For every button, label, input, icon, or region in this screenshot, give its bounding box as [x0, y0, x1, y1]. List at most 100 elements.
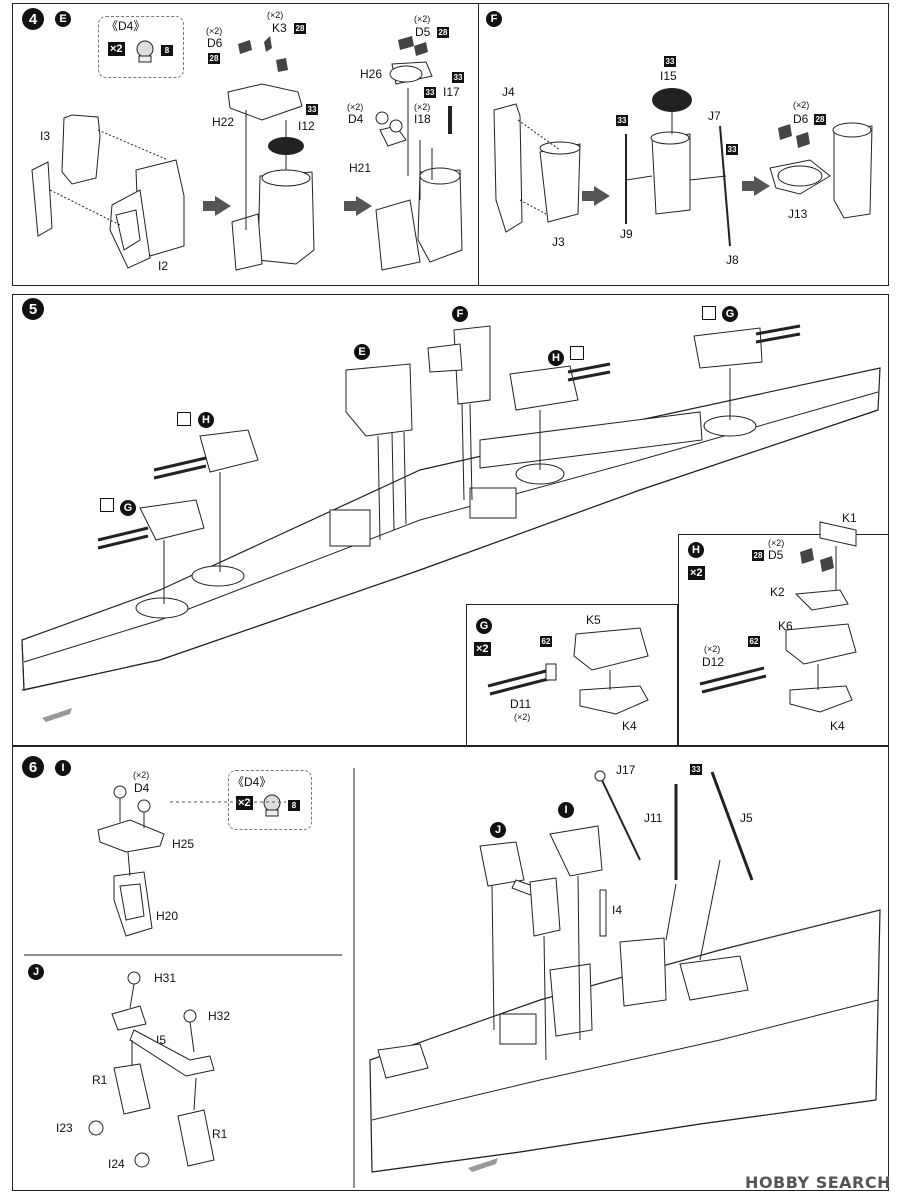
- i12-code: 33: [306, 104, 318, 115]
- h-detail-drawing: [699, 521, 857, 713]
- s6-code-33: 33: [690, 764, 702, 775]
- step-f-arrow-1: [582, 186, 610, 206]
- nipper-icon-h-left: [177, 412, 191, 426]
- h22-label: H22: [212, 115, 235, 129]
- i18-code: 33: [424, 87, 436, 98]
- f-d6-qty: (×2): [793, 100, 810, 110]
- k2-label: K2: [770, 585, 785, 599]
- s6-d4-callout-title: 《D4》: [232, 775, 272, 789]
- watermark: HOBBY SEARCH: [745, 1173, 891, 1192]
- k3-label: K3: [272, 21, 287, 35]
- k1-label: K1: [842, 511, 857, 525]
- substep-f-badge: F: [486, 11, 502, 27]
- i18-qty: (×2): [414, 102, 431, 112]
- step-6-left-drawings: [88, 785, 286, 1168]
- j7-label: J7: [708, 109, 721, 123]
- e-marker: E: [354, 344, 370, 360]
- j11-label: J11: [644, 811, 663, 825]
- j3-label: J3: [552, 235, 565, 249]
- substep-i-badge: I: [55, 760, 71, 776]
- h-detail-badge: H: [688, 542, 704, 558]
- f-d6-label: D6: [793, 112, 809, 126]
- h-detail-code-62: 62: [748, 636, 760, 647]
- g-marker-left: G: [120, 500, 136, 516]
- d5-code: 28: [437, 27, 449, 38]
- k3-code: 28: [294, 23, 306, 34]
- h-d5-label: D5: [768, 548, 784, 562]
- s6-d4-label: D4: [134, 781, 150, 795]
- i18-label: I18: [414, 112, 431, 126]
- j4-label: J4: [502, 85, 515, 99]
- h-marker-top: H: [548, 350, 564, 366]
- g-detail-badge: G: [476, 618, 492, 634]
- j9-code: 33: [616, 115, 628, 126]
- s6-j-marker: J: [490, 822, 506, 838]
- step-f-drawings: [493, 88, 873, 247]
- s6-d4-callout-mult: ×2: [236, 796, 253, 810]
- g-detail-box: [466, 604, 678, 746]
- s6-d4-qty: (×2): [133, 770, 150, 780]
- j8-code: 33: [726, 144, 738, 155]
- i12-label: I12: [298, 119, 315, 133]
- i5-label: I5: [156, 1033, 167, 1047]
- h26-label: H26: [360, 67, 383, 81]
- d11-qty: (×2): [514, 712, 531, 722]
- h-detail-mult: ×2: [688, 566, 705, 580]
- k5-label: K5: [586, 613, 601, 627]
- d4-part-icon: [136, 40, 154, 63]
- step-4-drawings: [31, 36, 463, 271]
- d4-callout-mult: ×2: [108, 42, 125, 56]
- d4-callout-title: 《D4》: [106, 19, 146, 33]
- d5-label: D5: [415, 25, 431, 39]
- i3-label: I3: [40, 129, 51, 143]
- i17-code: 33: [452, 72, 464, 83]
- step-5-badge: 5: [22, 298, 44, 320]
- step-4-arrow-1: [203, 196, 231, 216]
- g-detail-drawing: [487, 627, 649, 715]
- nipper-icon-h-top: [570, 346, 584, 360]
- d4-callout-box: [98, 16, 184, 78]
- f-marker: F: [452, 306, 468, 322]
- s6-d4-part-icon: [263, 794, 281, 817]
- i24-label: I24: [108, 1157, 125, 1171]
- h-d5-code: 28: [752, 550, 764, 561]
- d12-label: D12: [702, 655, 725, 669]
- i15-code: 33: [664, 56, 676, 67]
- i17-label: I17: [443, 85, 460, 99]
- g-detail-mult: ×2: [474, 642, 491, 656]
- i23-label: I23: [56, 1121, 73, 1135]
- s6-d4-callout-box: [228, 770, 312, 830]
- d12-qty: (×2): [704, 644, 721, 654]
- s6-i-marker: I: [558, 802, 574, 818]
- step-4-arrow-2: [344, 196, 372, 216]
- k3-qty: (×2): [267, 10, 284, 20]
- d4-qty: (×2): [347, 102, 364, 112]
- step-5-hull-drawing: [21, 324, 881, 722]
- d4-callout-code: 8: [161, 45, 173, 56]
- h32-label: H32: [208, 1009, 231, 1023]
- h31-label: H31: [154, 971, 177, 985]
- g-marker-top: G: [722, 306, 738, 322]
- j17-label: J17: [616, 763, 636, 777]
- h-detail-box: [678, 534, 889, 746]
- f-d6-code: 28: [814, 114, 826, 125]
- nipper-icon-g-top: [702, 306, 716, 320]
- step-6-badge: 6: [22, 756, 44, 778]
- g-detail-code: 62: [540, 636, 552, 647]
- d6-code: 28: [208, 53, 220, 64]
- j5-label: J5: [740, 811, 753, 825]
- d4-label: D4: [348, 112, 364, 126]
- h21-label: H21: [349, 161, 372, 175]
- i15-label: I15: [660, 69, 677, 83]
- nipper-icon-g-left: [100, 498, 114, 512]
- j9-label: J9: [620, 227, 633, 241]
- h-marker-left: H: [198, 412, 214, 428]
- g-k4-label: K4: [622, 719, 637, 733]
- r1-label-a: R1: [92, 1073, 108, 1087]
- substep-j-badge: J: [28, 964, 44, 980]
- r1-label-b: R1: [212, 1127, 228, 1141]
- i2-label: I2: [158, 259, 169, 273]
- d6-qty: (×2): [206, 26, 223, 36]
- h20-label: H20: [156, 909, 179, 923]
